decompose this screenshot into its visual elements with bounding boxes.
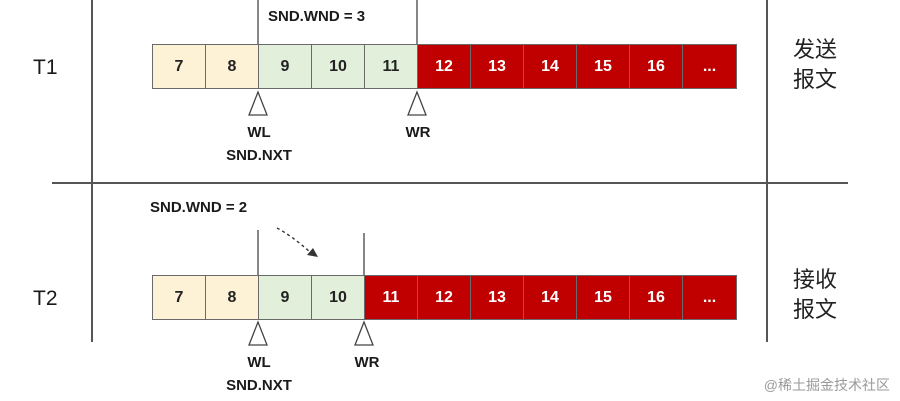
- seq-cell: 8: [206, 45, 259, 88]
- side-label-t2: 接收 报文: [785, 265, 845, 325]
- wl-pointer-triangle-t2: [248, 320, 268, 346]
- seq-cell: 7: [153, 45, 206, 88]
- seq-cell: 10: [312, 45, 365, 88]
- wl-label-t2: WL: [247, 354, 271, 371]
- seq-cell: 11: [365, 45, 418, 88]
- snd-nxt-label-t1: SND.NXT: [226, 147, 292, 164]
- row-label-t2: T2: [33, 287, 58, 310]
- row-label-t1: T1: [33, 56, 58, 79]
- seq-cell: 10: [312, 276, 365, 319]
- side-label-t1-line1: 发送: [792, 37, 837, 62]
- seq-cell: 14: [524, 45, 577, 88]
- seq-cell: 15: [577, 45, 630, 88]
- wnd-label-t1: SND.WND = 3: [268, 8, 366, 25]
- window-shift-arrow: [276, 227, 311, 253]
- side-label-t2-line1: 接收: [792, 267, 837, 292]
- wl-label-t1: WL: [247, 124, 271, 141]
- wr-pointer-triangle-t1: [407, 90, 427, 116]
- right-divider: [766, 0, 768, 342]
- wr-pointer-triangle-t2: [354, 320, 374, 346]
- snd-nxt-label-t2: SND.NXT: [226, 377, 292, 394]
- seq-cell: 12: [418, 45, 471, 88]
- seq-cell: 8: [206, 276, 259, 319]
- row-divider: [52, 182, 848, 184]
- seq-cell: 9: [259, 276, 312, 319]
- seq-cell: 9: [259, 45, 312, 88]
- window-shift-arrowhead: [307, 248, 318, 257]
- side-label-t1-line2: 报文: [792, 67, 837, 92]
- left-divider: [91, 0, 93, 342]
- seq-cell: 13: [471, 45, 524, 88]
- seq-cell: ...: [683, 45, 736, 88]
- seq-cell: 14: [524, 276, 577, 319]
- seq-cell: 12: [418, 276, 471, 319]
- wr-label-t2: WR: [354, 354, 380, 371]
- wl-pointer-triangle-t1: [248, 90, 268, 116]
- side-label-t2-line2: 报文: [792, 297, 837, 322]
- seq-cell: 13: [471, 276, 524, 319]
- watermark: @稀土掘金技术社区: [763, 377, 890, 393]
- seq-cell: 7: [153, 276, 206, 319]
- seq-cell: ...: [683, 276, 736, 319]
- seq-cell: 15: [577, 276, 630, 319]
- seq-cell: 11: [365, 276, 418, 319]
- wr-label-t1: WR: [405, 124, 431, 141]
- side-label-t1: 发送 报文: [785, 35, 845, 95]
- wnd-label-t2: SND.WND = 2: [150, 199, 248, 216]
- seq-cell: 16: [630, 45, 683, 88]
- seq-cell: 16: [630, 276, 683, 319]
